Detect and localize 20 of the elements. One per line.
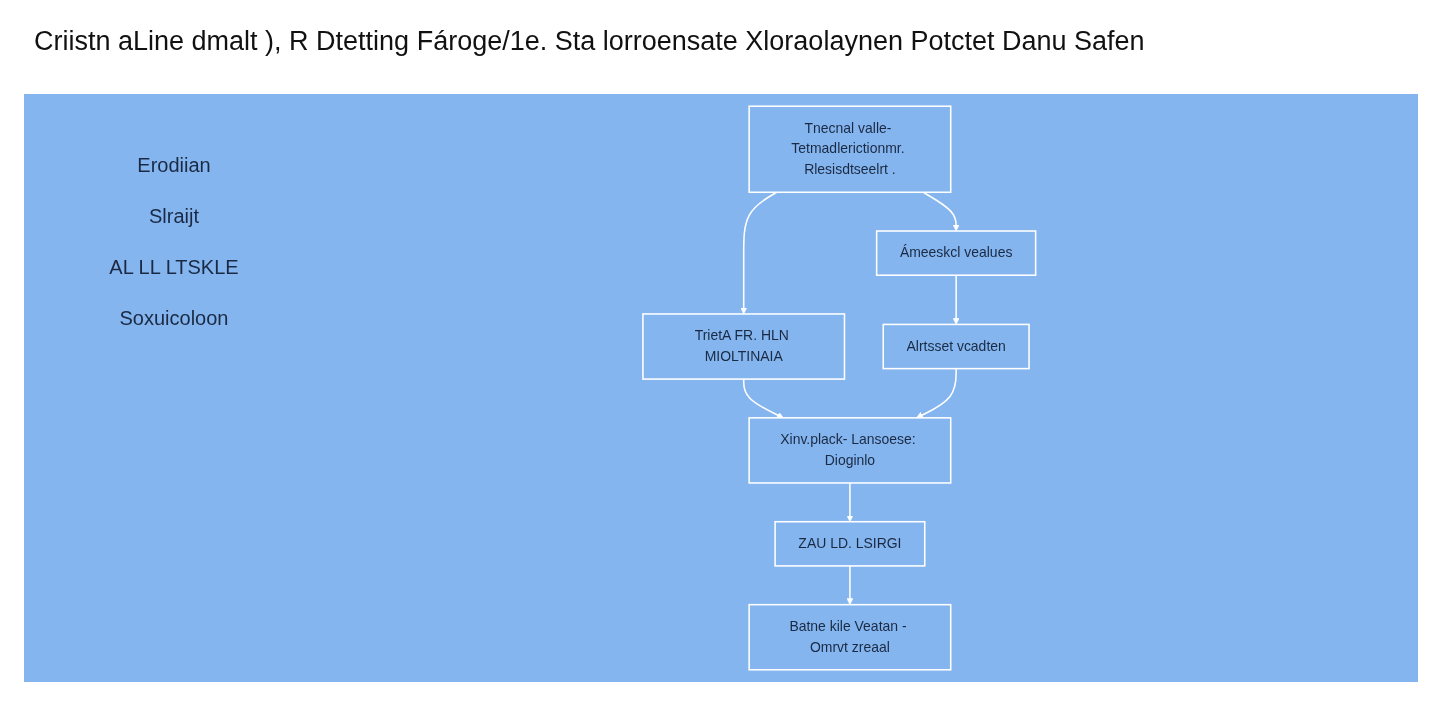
diagram-title: Criistn aLine dmalt ), R Dtetting Fároge/1e. Sta lorroensate Xloraolaynen Potctet Danu Safen	[34, 26, 1145, 57]
node-box	[748, 603, 952, 671]
arrow	[952, 274, 960, 325]
arrow	[740, 191, 778, 315]
arrow	[915, 367, 957, 419]
node-box	[748, 417, 952, 484]
note-label: AL LL LTSKLE	[108, 256, 240, 279]
node-box	[748, 105, 952, 194]
note-label: Slraijt	[148, 205, 200, 228]
arrow	[922, 191, 960, 232]
arrow	[846, 482, 854, 523]
diagram-panel: Erodiian Slraijt AL LL LTSKLE Soxuicoloon Tnecnal valle- Tetmadlerictionmr. Rlesisdtseelrt . Ámeeskcl vealues TrietA FR. HLN MIOLTINAIA Alrtsset vcadten Xinv.plack- Lansoese: Dioginlo ZAU LD. LSIRGI Batne kile Veatan - Omrvt zreaal	[24, 94, 1418, 682]
arrow	[742, 378, 784, 419]
node-box	[641, 313, 845, 380]
arrow	[846, 565, 854, 605]
note-label: Soxuicoloon	[118, 307, 230, 330]
note-label: Erodiian	[136, 154, 212, 177]
node-box	[875, 230, 1037, 276]
node-box	[882, 323, 1030, 370]
node-box	[774, 520, 926, 567]
